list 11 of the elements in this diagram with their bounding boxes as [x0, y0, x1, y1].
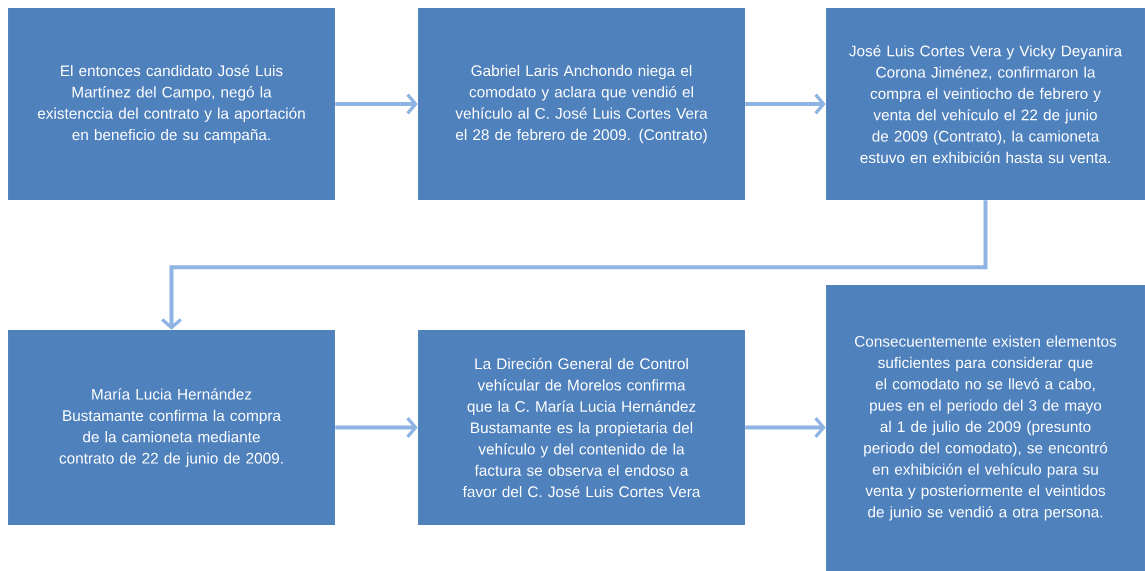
arrow [335, 93, 418, 115]
arrow [745, 417, 826, 438]
arrow [745, 93, 826, 115]
process-box: José Luis Cortes Vera y Vicky Deyanira Corona Jiménez, confirmaron la compra el veintiocho de febrero y venta del vehículo el 22 de junio de 2009 (Contrato), la camioneta estuvo en exhibición hasta su venta. [826, 8, 1145, 200]
arrow [335, 417, 418, 438]
process-box: María Lucia Hernández Bustamante confirma la compra de la camioneta mediante contrato de 22 de junio de 2009. [8, 330, 335, 525]
process-box: Gabriel Laris Anchondo niega el comodato y aclara que vendió el vehículo al C. José Luis Cortes Vera el 28 de febrero de 2009. (Contrato) [418, 8, 745, 200]
process-box: La Direción General de Control vehícular de Morelos confirma que la C. María Lucia Hernández Bustamante es la propietaria del vehículo y del contenido de la factura se observa el endoso a favor del C. José Luis Cortes Vera [418, 330, 745, 525]
process-box: Consecuentemente existen elementos suficientes para considerar que el comodato no se llevó a cabo, pues en el periodo del 3 de mayo al 1 de julio de 2009 (presunto periodo del comodato), se encontró en exhibición el vehículo para su venta y posteriormente el veintidos de junio se vendió a otra persona. [826, 285, 1145, 571]
process-box: El entonces candidato José Luis Martínez del Campo, negó la existenccia del contrato y la aportación en beneficio de su campaña. [8, 8, 335, 200]
arrow [161, 200, 988, 330]
